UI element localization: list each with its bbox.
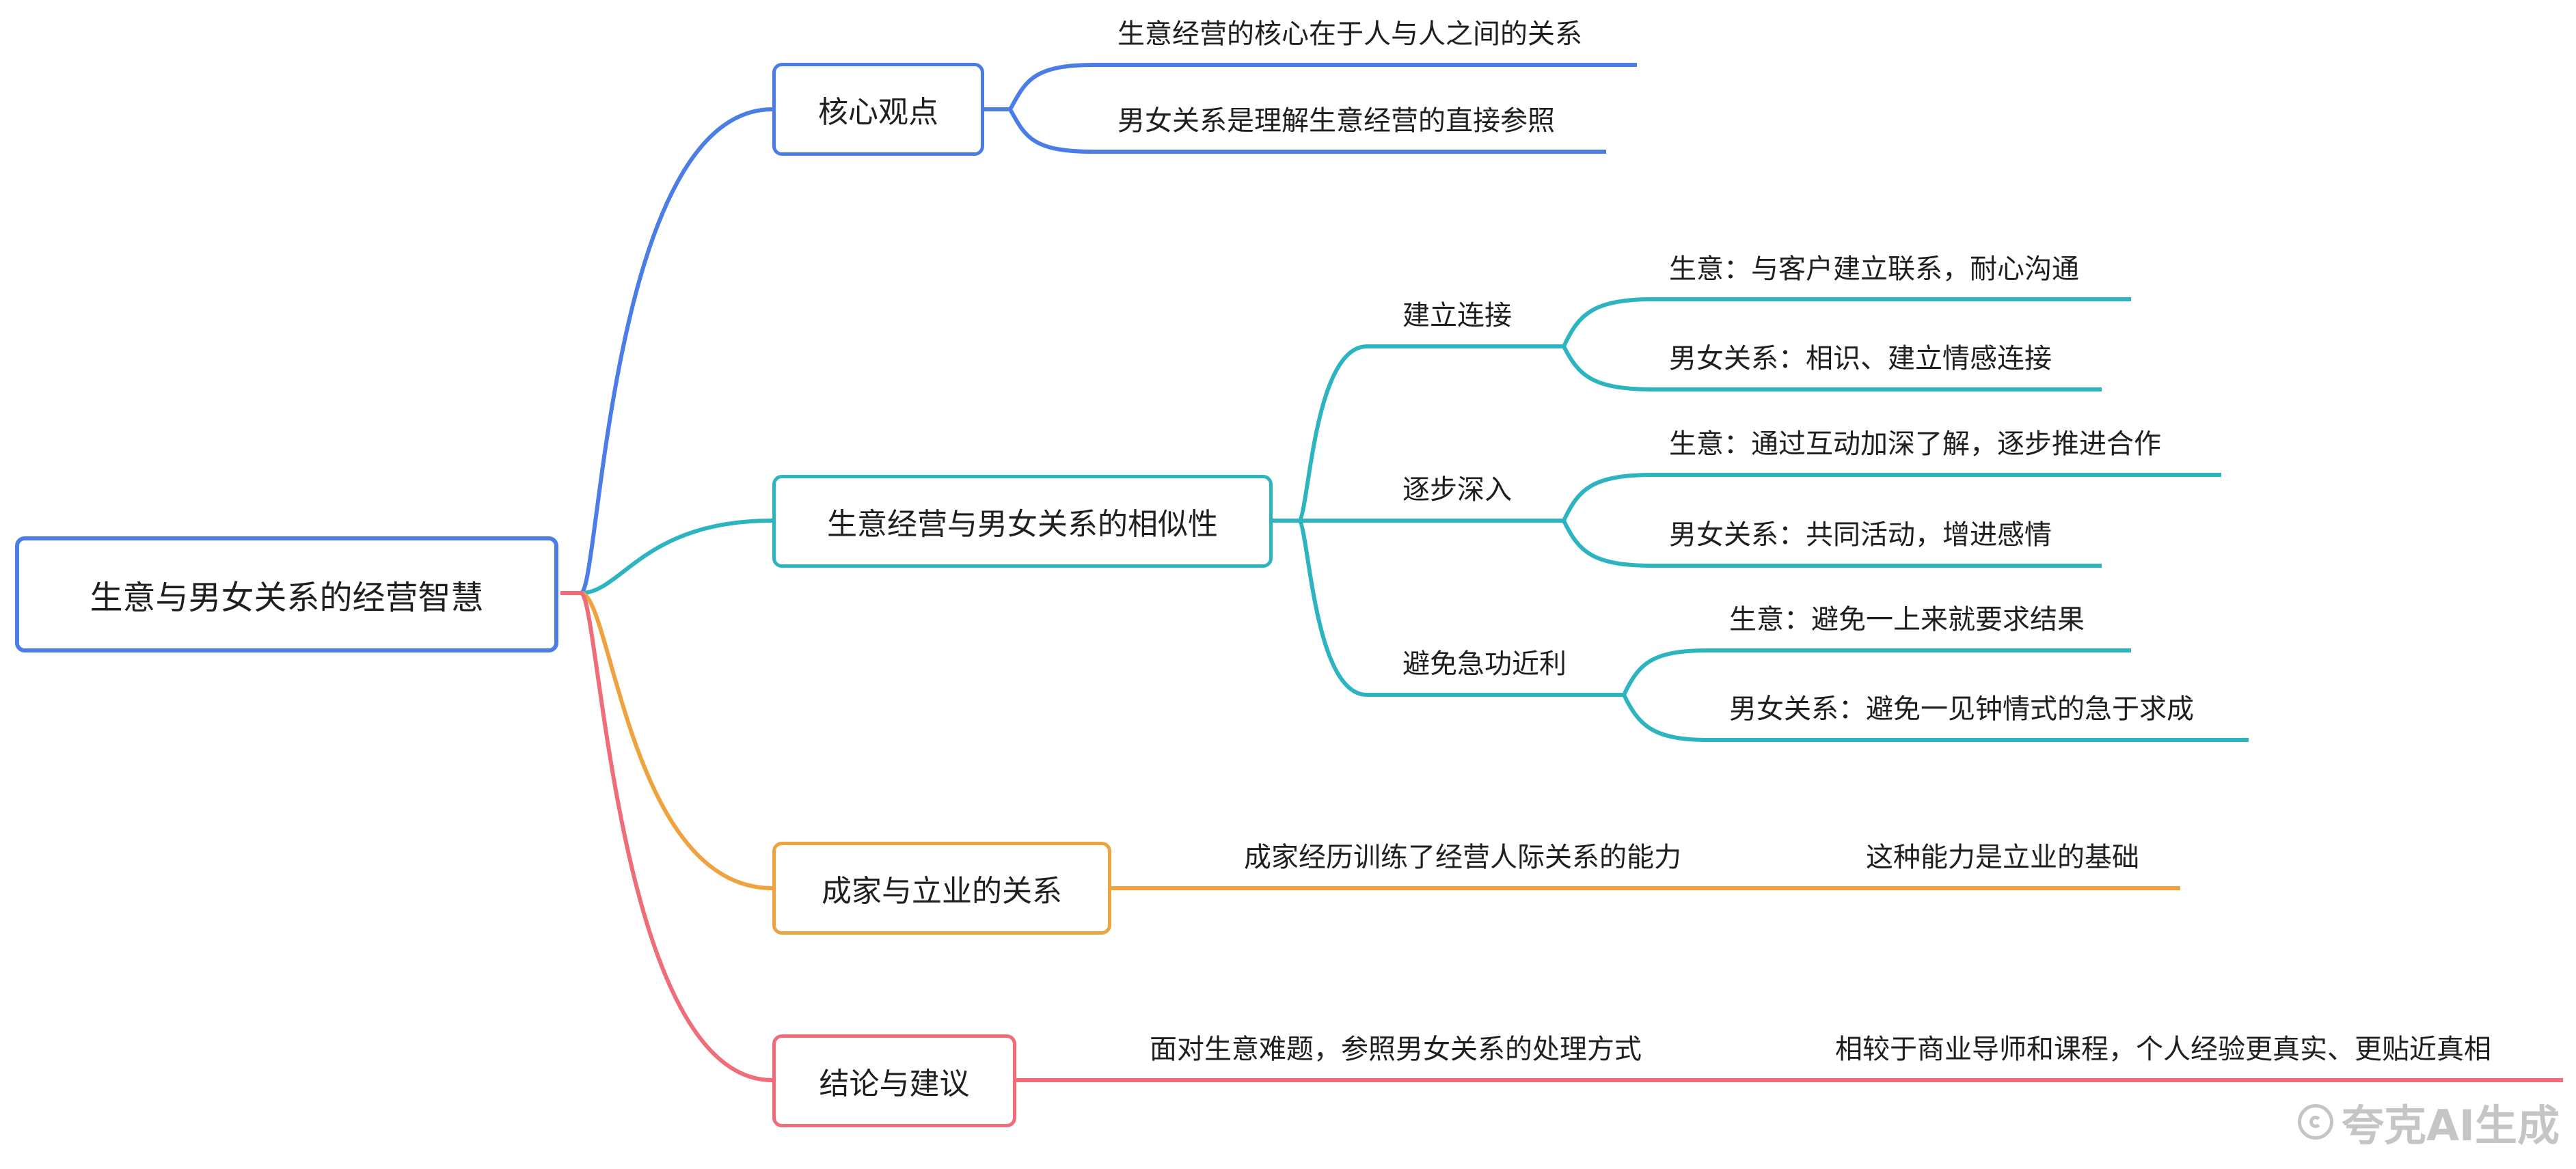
similar-group-1[interactable]: 建立连接 xyxy=(1402,300,1512,331)
similar-group-2[interactable]: 逐步深入 xyxy=(1402,474,1512,506)
node-family-label: 成家与立业的关系 xyxy=(822,874,1062,909)
g1-item-1[interactable]: 生意：与客户建立联系，耐心沟通 xyxy=(1669,253,2079,285)
edge-core-item-1 xyxy=(984,63,1637,111)
family-step-2[interactable]: 这种能力是立业的基础 xyxy=(1866,842,2139,873)
edge-root-conclusion xyxy=(560,591,773,1082)
root-label: 生意与男女关系的经营智慧 xyxy=(90,579,484,617)
core-item-2[interactable]: 男女关系是理解生意经营的直接参照 xyxy=(1117,105,1555,137)
g3-item-1[interactable]: 生意：避免一上来就要求结果 xyxy=(1729,604,2085,635)
edge-g1-item-1 xyxy=(1562,297,2131,348)
edge-root-core xyxy=(560,107,773,595)
edge-root-family xyxy=(560,591,773,890)
conclusion-step-2[interactable]: 相较于商业导师和课程，个人经验更真实、更贴近真相 xyxy=(1835,1034,2491,1065)
edge-g2-item-1 xyxy=(1562,473,2221,522)
node-similarity[interactable]: 生意经营与男女关系的相似性 xyxy=(772,475,1273,568)
edge-g3-item-2 xyxy=(1622,693,2249,742)
edge-similar-group-3 xyxy=(1273,519,1624,697)
node-conclusion[interactable]: 结论与建议 xyxy=(772,1034,1016,1127)
edge-g2-item-2 xyxy=(1562,519,2102,568)
g2-item-2[interactable]: 男女关系：共同活动，增进感情 xyxy=(1669,519,2052,551)
edge-similar-group-1 xyxy=(1273,344,1564,523)
g2-item-1[interactable]: 生意：通过互动加深了解，逐步推进合作 xyxy=(1669,428,2161,460)
conclusion-step-1[interactable]: 面对生意难题，参照男女关系的处理方式 xyxy=(1150,1034,1642,1065)
g3-item-2[interactable]: 男女关系：避免一见钟情式的急于求成 xyxy=(1729,693,2194,725)
g1-item-2[interactable]: 男女关系：相识、建立情感连接 xyxy=(1669,343,2052,374)
edge-g3-item-1 xyxy=(1622,648,2131,696)
edge-root-similar xyxy=(560,519,773,595)
similar-group-3[interactable]: 避免急功近利 xyxy=(1402,648,1567,680)
node-conclusion-label: 结论与建议 xyxy=(819,1067,970,1101)
node-core[interactable]: 核心观点 xyxy=(772,63,984,156)
root-node[interactable]: 生意与男女关系的经营智慧 xyxy=(15,536,558,652)
edge-g1-item-2 xyxy=(1562,345,2102,391)
watermark-logo-icon xyxy=(2297,1104,2333,1140)
watermark-text: 夸克AI生成 xyxy=(2341,1101,2560,1151)
edge-core-item-2 xyxy=(984,107,1606,154)
core-item-1[interactable]: 生意经营的核心在于人与人之间的关系 xyxy=(1117,18,1582,50)
node-family[interactable]: 成家与立业的关系 xyxy=(772,842,1111,935)
node-similarity-label: 生意经营与男女关系的相似性 xyxy=(827,507,1218,542)
family-step-1[interactable]: 成家经历训练了经营人际关系的能力 xyxy=(1244,842,1681,873)
watermark: 夸克AI生成 xyxy=(2297,1091,2560,1153)
node-core-label: 核心观点 xyxy=(818,95,938,130)
